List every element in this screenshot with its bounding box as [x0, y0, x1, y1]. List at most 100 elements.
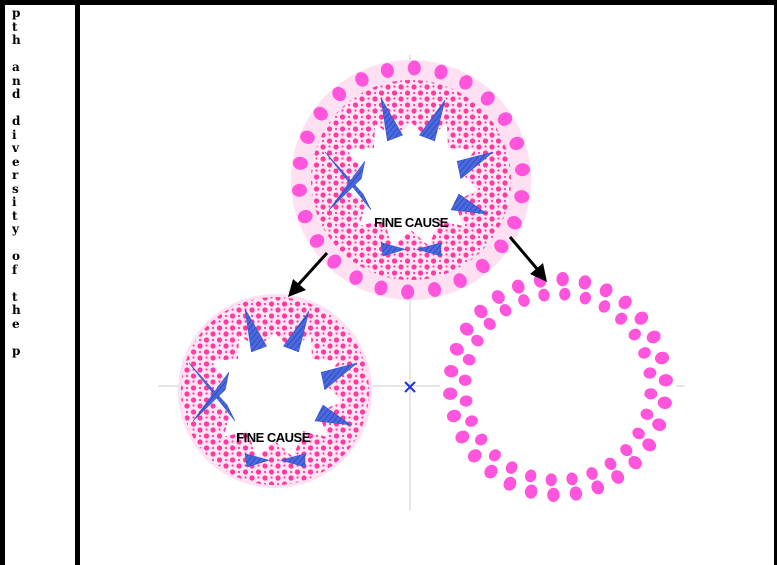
sidebar-divider	[75, 5, 80, 565]
arrow-to-left-ring	[288, 251, 329, 297]
left-ring: FINE CAUSE	[178, 294, 372, 488]
ring-dot	[443, 387, 458, 400]
ring-dot	[566, 472, 578, 486]
right-ring-base	[440, 269, 676, 505]
blue-spike	[279, 453, 306, 468]
ring-dot	[658, 374, 673, 387]
blue-spike	[314, 404, 352, 426]
blue-spike	[415, 242, 442, 257]
ring-dot	[515, 163, 530, 177]
sidebar: p t h a n d d i v e r s i t y o f t h e …	[5, 5, 75, 565]
ring-dot	[465, 415, 478, 427]
blue-spike	[244, 308, 267, 353]
ring-dot	[578, 275, 592, 290]
ring-dot	[509, 136, 525, 151]
ring-dot	[428, 282, 442, 297]
ring-dot	[640, 408, 654, 420]
ring-dot	[628, 455, 642, 470]
ring-dot	[654, 351, 670, 365]
ring-dot	[511, 279, 525, 294]
left-ring-label: FINE CAUSE	[236, 430, 311, 445]
ring-dot	[497, 112, 513, 126]
top-ring-label: FINE CAUSE	[374, 215, 449, 230]
left-ring-blue-spikes	[188, 308, 358, 468]
ring-dot	[453, 273, 467, 288]
top-ring-star-cutout	[345, 122, 477, 246]
blue-spike	[324, 151, 372, 211]
blue-spike	[192, 372, 230, 422]
ring-dot	[518, 294, 530, 307]
ring-dot	[604, 457, 617, 470]
blue-spike	[380, 242, 406, 257]
ring-dot	[309, 234, 325, 248]
ring-dot	[459, 395, 473, 407]
arrow-icon	[296, 251, 329, 287]
ring-dot	[455, 430, 470, 444]
ring-dot	[545, 473, 557, 487]
ring-dot	[615, 312, 628, 325]
blue-spike	[380, 97, 403, 142]
ring-dot	[467, 449, 482, 463]
ring-dot	[569, 486, 583, 501]
blue-spike	[328, 161, 366, 211]
ring-dot	[292, 183, 307, 197]
ring-dot	[611, 470, 625, 484]
ring-dot	[297, 209, 313, 224]
ring-dot	[538, 288, 550, 302]
ring-dot	[628, 328, 641, 341]
ring-dot	[657, 396, 672, 410]
ring-dot	[349, 270, 363, 285]
diagram-canvas: FINE CAUSE FINE CAUSE	[158, 55, 685, 510]
ring-dot	[458, 374, 472, 386]
right-ring-inner-dots	[458, 287, 658, 487]
ring-dot	[313, 106, 328, 121]
blue-spike	[450, 193, 488, 215]
ring-dot	[380, 63, 394, 78]
ring-dot	[484, 464, 498, 479]
ring-dot	[462, 354, 476, 366]
ring-dot	[292, 156, 308, 170]
arrow-icon	[508, 236, 540, 271]
ring-dot	[547, 487, 560, 503]
ring-dot	[638, 347, 651, 359]
ring-dot	[559, 287, 571, 301]
ring-dot	[642, 438, 657, 452]
ring-dot	[494, 239, 509, 254]
ring-dot	[598, 300, 611, 313]
blue-spike	[282, 310, 310, 353]
arrow-head	[530, 263, 547, 282]
left-ring-star-cutout	[209, 333, 341, 457]
ring-dot	[475, 258, 490, 274]
ring-dot	[646, 330, 661, 344]
ring-dot	[514, 190, 530, 204]
right-ring	[440, 269, 676, 505]
ring-dot	[434, 64, 448, 80]
ring-dot	[491, 290, 505, 304]
ring-dot	[374, 280, 388, 296]
ring-dot	[401, 284, 415, 300]
ring-dot	[499, 304, 512, 317]
blue-spike	[456, 151, 494, 180]
blue-spike	[244, 453, 270, 468]
ring-dot	[599, 283, 613, 298]
ring-dot	[503, 476, 517, 491]
ring-dot	[459, 322, 474, 336]
ring-dot	[525, 469, 537, 483]
ring-dot	[488, 449, 501, 462]
ring-dot	[620, 444, 633, 457]
blue-spike	[320, 362, 358, 391]
ring-dot	[459, 75, 473, 90]
ring-dot	[355, 72, 369, 87]
ring-dot	[444, 364, 459, 378]
sidebar-vertical-text: p t h a n d d i v e r s i t y o f t h e …	[12, 6, 21, 358]
ring-dot	[449, 342, 464, 356]
ring-dot	[471, 334, 484, 347]
arrow-head	[288, 279, 306, 297]
blue-spike	[188, 362, 236, 422]
center-cross-icon	[404, 381, 416, 393]
arrow-to-right-ring	[508, 236, 547, 282]
ring-dot	[507, 216, 522, 230]
ring-dot	[327, 254, 342, 269]
ring-dot	[632, 427, 645, 440]
